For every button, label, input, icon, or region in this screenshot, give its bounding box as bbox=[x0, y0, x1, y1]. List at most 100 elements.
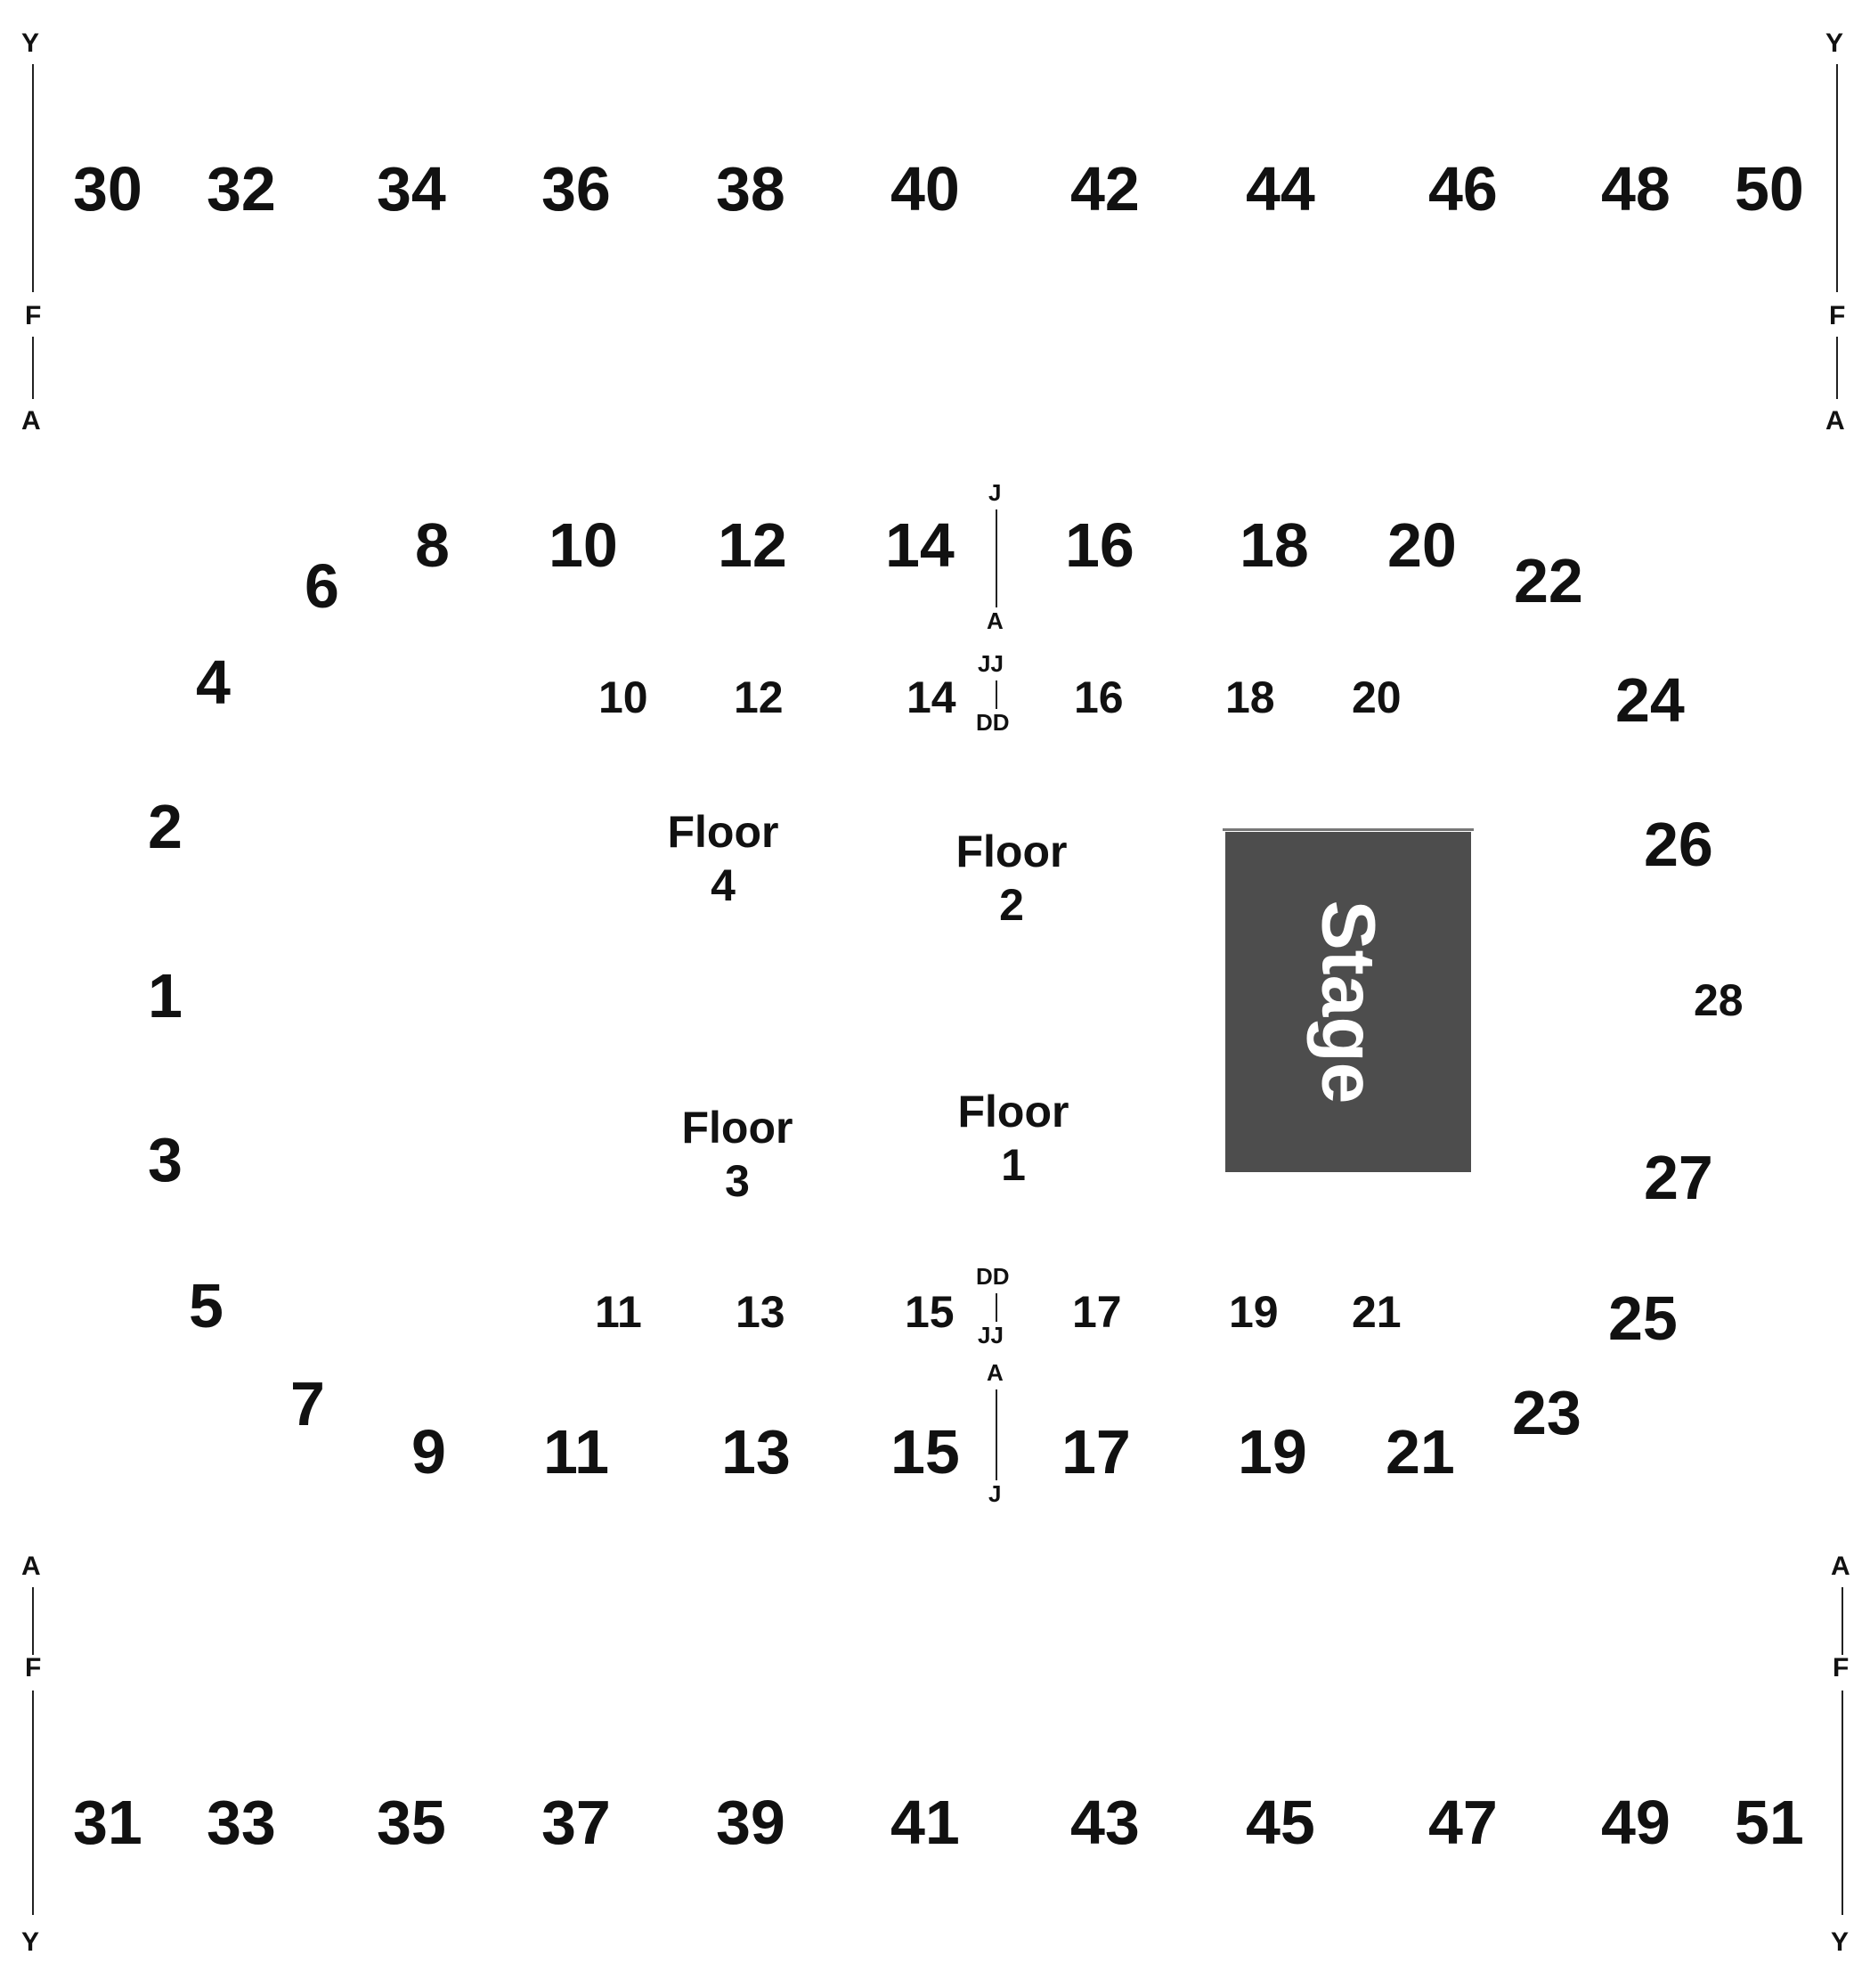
floor-section-13[interactable]: 13 bbox=[736, 1287, 785, 1337]
section-16[interactable]: 16 bbox=[1065, 510, 1134, 580]
section-49[interactable]: 49 bbox=[1601, 1788, 1671, 1857]
floor-section-16[interactable]: 16 bbox=[1074, 672, 1124, 722]
section-42[interactable]: 42 bbox=[1070, 154, 1140, 224]
section-51[interactable]: 51 bbox=[1735, 1788, 1804, 1857]
floor-section-19[interactable]: 19 bbox=[1229, 1287, 1279, 1337]
row-range-line bbox=[996, 680, 997, 709]
floor-number: 4 bbox=[711, 860, 736, 910]
row-range-line bbox=[996, 509, 997, 607]
section-38[interactable]: 38 bbox=[716, 154, 785, 224]
section-36[interactable]: 36 bbox=[541, 154, 611, 224]
row-range-line bbox=[1842, 1587, 1843, 1655]
section-20[interactable]: 20 bbox=[1387, 510, 1457, 580]
floor-section-12[interactable]: 12 bbox=[734, 672, 784, 722]
section-28[interactable]: 28 bbox=[1694, 975, 1744, 1025]
floor-section-10[interactable]: 10 bbox=[598, 672, 648, 722]
floor-4[interactable]: Floor 4 bbox=[661, 805, 785, 912]
row-range-line bbox=[1836, 337, 1838, 399]
section-14[interactable]: 14 bbox=[885, 510, 955, 580]
floor-section-20[interactable]: 20 bbox=[1352, 672, 1402, 722]
section-12[interactable]: 12 bbox=[718, 510, 787, 580]
section-18[interactable]: 18 bbox=[1240, 510, 1309, 580]
floor-section-21[interactable]: 21 bbox=[1352, 1287, 1402, 1337]
section-9[interactable]: 9 bbox=[411, 1417, 446, 1487]
floor-number: 2 bbox=[999, 880, 1024, 930]
floor-2[interactable]: Floor 2 bbox=[949, 825, 1074, 932]
section-31[interactable]: 31 bbox=[73, 1788, 142, 1857]
section-35[interactable]: 35 bbox=[377, 1788, 446, 1857]
stage-edge bbox=[1223, 828, 1474, 831]
section-25[interactable]: 25 bbox=[1608, 1283, 1678, 1353]
row-range-line bbox=[996, 1389, 997, 1480]
floor-1[interactable]: Floor 1 bbox=[951, 1085, 1076, 1192]
section-3[interactable]: 3 bbox=[148, 1125, 183, 1194]
floor-3[interactable]: Floor 3 bbox=[675, 1101, 800, 1208]
section-45[interactable]: 45 bbox=[1246, 1788, 1315, 1857]
section-34[interactable]: 34 bbox=[377, 154, 446, 224]
floor-section-17[interactable]: 17 bbox=[1072, 1287, 1122, 1337]
section-33[interactable]: 33 bbox=[207, 1788, 276, 1857]
floor-word: Floor bbox=[667, 807, 779, 857]
section-50[interactable]: 50 bbox=[1735, 154, 1804, 224]
row-marker-jj: JJ bbox=[978, 650, 1004, 677]
section-23[interactable]: 23 bbox=[1512, 1378, 1581, 1447]
row-range-line bbox=[996, 1293, 997, 1322]
section-48[interactable]: 48 bbox=[1601, 154, 1671, 224]
section-4[interactable]: 4 bbox=[196, 648, 231, 717]
row-marker-y: Y bbox=[1831, 1927, 1850, 1957]
row-marker-jj: JJ bbox=[978, 1322, 1004, 1348]
section-37[interactable]: 37 bbox=[541, 1788, 611, 1857]
row-marker-y: Y bbox=[1825, 29, 1844, 58]
floor-number: 1 bbox=[1001, 1140, 1026, 1190]
row-marker-a: A bbox=[21, 406, 41, 436]
section-27[interactable]: 27 bbox=[1644, 1143, 1713, 1212]
section-32[interactable]: 32 bbox=[207, 154, 276, 224]
floor-section-15[interactable]: 15 bbox=[905, 1287, 955, 1337]
section-11[interactable]: 11 bbox=[543, 1417, 609, 1487]
section-22[interactable]: 22 bbox=[1514, 546, 1583, 615]
section-5[interactable]: 5 bbox=[189, 1271, 224, 1340]
stage-label: Stage bbox=[1306, 900, 1391, 1104]
section-41[interactable]: 41 bbox=[890, 1788, 960, 1857]
section-39[interactable]: 39 bbox=[716, 1788, 785, 1857]
section-2[interactable]: 2 bbox=[148, 792, 183, 861]
section-15[interactable]: 15 bbox=[890, 1417, 960, 1487]
row-marker-a: A bbox=[987, 607, 1004, 634]
section-44[interactable]: 44 bbox=[1246, 154, 1315, 224]
row-range-line bbox=[32, 64, 34, 292]
row-marker-f: F bbox=[25, 1653, 42, 1682]
section-17[interactable]: 17 bbox=[1061, 1417, 1131, 1487]
section-40[interactable]: 40 bbox=[890, 154, 960, 224]
section-43[interactable]: 43 bbox=[1070, 1788, 1140, 1857]
row-marker-f: F bbox=[1833, 1653, 1850, 1682]
section-1[interactable]: 1 bbox=[148, 961, 183, 1031]
row-marker-dd: DD bbox=[976, 709, 1010, 736]
floor-section-11[interactable]: 11 bbox=[595, 1287, 642, 1337]
section-46[interactable]: 46 bbox=[1428, 154, 1498, 224]
section-47[interactable]: 47 bbox=[1428, 1788, 1498, 1857]
row-marker-a: A bbox=[987, 1359, 1004, 1386]
row-marker-dd: DD bbox=[976, 1263, 1010, 1290]
section-21[interactable]: 21 bbox=[1386, 1417, 1455, 1487]
row-marker-y: Y bbox=[21, 1927, 40, 1957]
section-7[interactable]: 7 bbox=[290, 1369, 325, 1438]
section-30[interactable]: 30 bbox=[73, 154, 142, 224]
row-range-line bbox=[32, 337, 34, 399]
row-range-line bbox=[1836, 64, 1838, 292]
floor-section-14[interactable]: 14 bbox=[907, 672, 956, 722]
row-marker-a: A bbox=[1825, 406, 1845, 436]
section-6[interactable]: 6 bbox=[305, 551, 339, 621]
section-8[interactable]: 8 bbox=[415, 510, 450, 580]
floor-word: Floor bbox=[681, 1103, 793, 1153]
section-26[interactable]: 26 bbox=[1644, 810, 1713, 879]
row-marker-f: F bbox=[25, 301, 42, 330]
section-10[interactable]: 10 bbox=[549, 510, 618, 580]
floor-word: Floor bbox=[957, 1087, 1069, 1137]
floor-section-18[interactable]: 18 bbox=[1225, 672, 1275, 722]
floor-number: 3 bbox=[725, 1156, 750, 1206]
row-range-line bbox=[1842, 1691, 1843, 1915]
section-24[interactable]: 24 bbox=[1615, 665, 1685, 735]
section-13[interactable]: 13 bbox=[721, 1417, 791, 1487]
section-19[interactable]: 19 bbox=[1238, 1417, 1307, 1487]
